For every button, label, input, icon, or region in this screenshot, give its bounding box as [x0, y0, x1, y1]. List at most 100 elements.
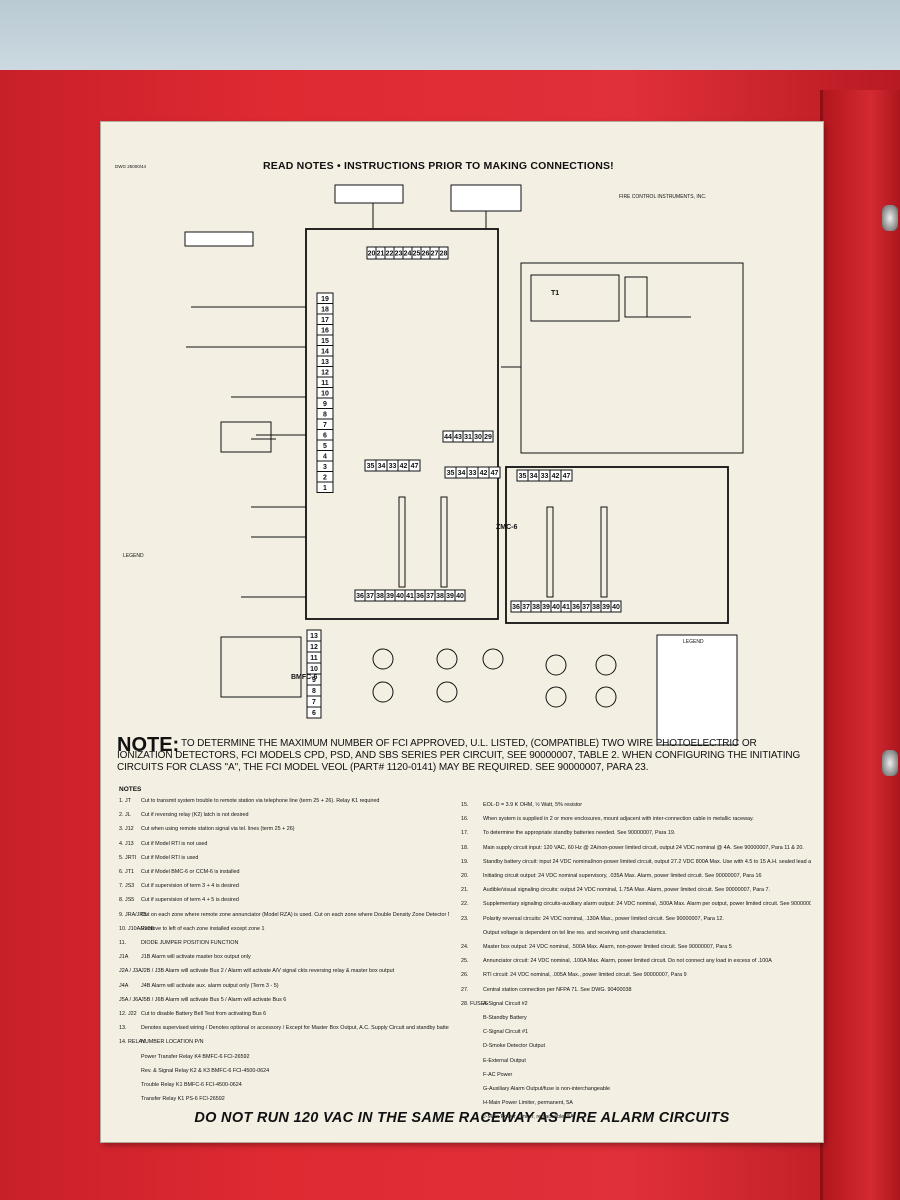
left-strip-terminal-label: 6 — [323, 432, 327, 439]
mid-a-strip-terminal-label: 43 — [454, 434, 462, 441]
detector-symbol — [436, 648, 458, 670]
note-row: Power Transfer Relay K4 BMFC-6 FCI-26592 — [119, 1054, 449, 1060]
left-strip-terminal-label: 8 — [323, 411, 327, 418]
note-text: Denotes supervised wiring / Denotes opti… — [141, 1025, 449, 1032]
mid-d-strip-terminal — [560, 469, 573, 482]
wiring-diagram-label: READ NOTES • INSTRUCTIONS PRIOR TO MAKIN… — [101, 122, 823, 1142]
zone1-strip-terminal-label: 41 — [406, 593, 414, 600]
note-text: Main supply circuit input: 120 VAC, 60 H… — [483, 844, 804, 851]
mid-c-strip-terminal-label: 34 — [458, 470, 466, 477]
top-strip-terminal — [438, 246, 449, 260]
left-strip-terminal-label: 18 — [321, 306, 329, 313]
note-text: Trouble Relay K1 BMFC-6 FCI-4500-0624 — [141, 1082, 242, 1088]
note-row: 11.DIODE JUMPER POSITION FUNCTION — [119, 940, 449, 946]
mid-c-strip-terminal-label: 47 — [491, 470, 499, 477]
note-text: Power Transfer Relay K4 BMFC-6 FCI-26592 — [141, 1053, 250, 1060]
note-row: C-Signal Circuit #1 — [461, 1029, 811, 1035]
left-strip-terminal-label: 16 — [321, 327, 329, 334]
mid-a-strip-terminal-label: 31 — [464, 434, 472, 441]
note-body: TO DETERMINE THE MAXIMUM NUMBER OF FCI A… — [117, 738, 801, 773]
note-row: Rev. & Signal Relay K2 & K3 BMFC-6 FCI-4… — [119, 1068, 449, 1074]
note-row: 5. JRTI Cut if Model RTI is used — [119, 855, 449, 861]
note-text: Cut if supervision of term 4 + 5 is desi… — [141, 897, 239, 904]
note-row: 18.Main supply circuit input: 120 VAC, 6… — [461, 845, 811, 851]
note-row: B-Standby Battery — [461, 1015, 811, 1021]
company-name: FIRE CONTROL INSTRUMENTS, INC. — [619, 194, 707, 200]
notes-title: NOTES — [119, 786, 142, 793]
zone1-strip-terminal-label: 36 — [356, 593, 364, 600]
note-text: Cut to transmit system trouble to remote… — [141, 798, 380, 804]
left-strip-terminal-label: 3 — [323, 464, 327, 471]
left-strip-terminal-label: 2 — [323, 474, 327, 481]
note-number: 21. — [461, 887, 469, 894]
left-strip-terminal-label: 5 — [323, 443, 327, 450]
drawing-number: DWG 25000/44 — [115, 164, 147, 169]
mid-d-strip-terminal-label: 42 — [552, 473, 560, 480]
note-text: Central station connection per NFPA 71. … — [483, 986, 632, 993]
note-text: Remove to left of each zone installed ex… — [141, 925, 265, 932]
note-text: Cut if Model RTI is used — [141, 854, 199, 861]
note-text: Cut if supervision of term 3 + 4 is desi… — [141, 883, 239, 890]
detector-symbol — [436, 681, 458, 703]
mid-d-strip-terminal-label: 34 — [530, 473, 538, 480]
zone1-strip-terminal — [454, 589, 466, 602]
note-number: 24. — [461, 944, 469, 950]
lower-strip-terminal-label: 13 — [310, 633, 318, 640]
svg-text:ZMC-6: ZMC-6 — [496, 524, 517, 531]
lower-strip-terminal-label: 10 — [310, 666, 318, 673]
note-row: 20.Initiating circuit output: 24 VDC nom… — [461, 873, 811, 879]
top-strip-terminal-label: 27 — [431, 251, 439, 258]
mid-c-strip-terminal-label: 35 — [447, 470, 455, 477]
note-text: J1B Alarm will activate master box outpu… — [141, 954, 251, 961]
zone2-strip-terminal-label: 36 — [572, 604, 580, 611]
note-text: EOL-D = 3.9 K OHM, ½ Watt, 5% resistor — [483, 802, 583, 808]
left-strip-terminal-label: 7 — [323, 422, 327, 429]
note-number: 22. — [461, 901, 469, 908]
mid-a-strip-terminal-label: 30 — [474, 434, 482, 441]
warning-text: DO NOT RUN 120 VAC IN THE SAME RACEWAY A… — [194, 1110, 730, 1126]
note-text: When system is supplied in 2 or more enc… — [483, 816, 754, 823]
note-text: Audible/visual signaling circuits: outpu… — [483, 887, 771, 894]
note-text: Cut on each zone where remote zone annun… — [141, 911, 449, 918]
mid-d-strip-terminal-label: 33 — [541, 473, 549, 480]
left-strip-terminal-label: 4 — [323, 453, 327, 460]
zone1-strip-terminal-label: 38 — [436, 593, 444, 600]
label-heading: READ NOTES • INSTRUCTIONS PRIOR TO MAKIN… — [263, 160, 614, 172]
note-row: J5A / J6AJ5B / J6B Alarm will activate B… — [119, 997, 449, 1003]
left-strip-terminal-label: 9 — [323, 401, 327, 408]
zone2-strip-terminal-label: 41 — [562, 604, 570, 611]
mid-b-strip-terminal-label: 47 — [411, 463, 419, 470]
zone1-strip-terminal-label: 37 — [426, 593, 434, 600]
note-row: H-Main Power Limiter, permanent, 5A — [461, 1100, 811, 1106]
note-number: 16. — [461, 816, 469, 823]
note-row: 27.Central station connection per NFPA 7… — [461, 987, 811, 993]
zone1-strip-terminal-label: 39 — [446, 593, 454, 600]
zone2-strip-terminal-label: 40 — [552, 604, 560, 611]
left-strip-terminal-label: 1 — [323, 485, 327, 492]
note-row: 13.Denotes supervised wiring / Denotes o… — [119, 1025, 449, 1031]
note-text: Polarity reversal circuits: 24 VDC nomin… — [483, 915, 724, 922]
note-row: 17.To determine the appropriate standby … — [461, 830, 811, 836]
left-strip-terminal-label: 19 — [321, 296, 329, 303]
lower-strip-terminal-label: 6 — [312, 710, 316, 717]
mid-a-strip-terminal-label: 44 — [444, 434, 452, 441]
note-text: F-AC Power — [483, 1071, 513, 1078]
note-number: 5. JRTI — [119, 854, 137, 861]
note-row: 9. JRA/JRBCut on each zone where remote … — [119, 912, 449, 918]
note-text: Cut if Model RTI is not used — [141, 840, 208, 847]
svg-text:T1: T1 — [551, 290, 559, 297]
note-text: D-Smoke Detector Output — [483, 1043, 546, 1050]
mid-d-strip-terminal-label: 47 — [563, 473, 571, 480]
detector-symbol — [482, 648, 504, 670]
note-row: G-Auxiliary Alarm Output/fuse is non-int… — [461, 1086, 811, 1092]
note-number: 26. — [461, 972, 469, 979]
zone1-strip-terminal-label: 38 — [376, 593, 384, 600]
detector-symbol — [595, 686, 617, 708]
note-number: J5A / J6A — [119, 996, 142, 1003]
zone1-strip-terminal-label: 37 — [366, 593, 374, 600]
note-text: Supplementary signaling circuits-auxilia… — [483, 901, 811, 908]
